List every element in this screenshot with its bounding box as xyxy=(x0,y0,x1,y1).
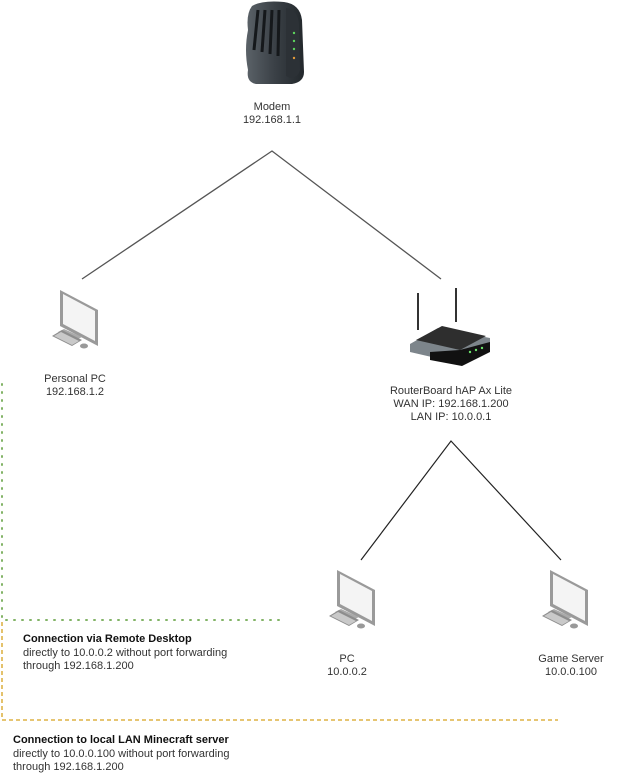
remote-desktop-note-line1: directly to 10.0.0.2 without port forwar… xyxy=(23,646,228,659)
desktop-computer-icon[interactable] xyxy=(52,290,98,349)
pc-name: PC xyxy=(339,653,355,665)
game-server-ip: 10.0.0.100 xyxy=(545,666,597,678)
edge-modem-personal-pc-router[interactable] xyxy=(81,150,442,280)
router-lan-ip: LAN IP: 10.0.0.1 xyxy=(410,411,492,423)
game-server-label: Game Server 10.0.0.100 xyxy=(526,653,616,679)
modem-name: Modem xyxy=(253,101,291,113)
wireless-router-icon[interactable] xyxy=(410,288,490,366)
modem-label: Modem 192.168.1.1 xyxy=(222,101,322,127)
personal-pc-ip: 192.168.1.2 xyxy=(45,386,105,398)
minecraft-note: Connection to local LAN Minecraft server… xyxy=(13,734,229,775)
desktop-computer-icon[interactable] xyxy=(329,570,375,629)
router-label: RouterBoard hAP Ax Lite WAN IP: 192.168.… xyxy=(371,385,531,424)
edges xyxy=(81,150,562,561)
personal-pc-label: Personal PC 192.168.1.2 xyxy=(25,373,125,399)
remote-desktop-note-title: Connection via Remote Desktop xyxy=(23,633,192,645)
minecraft-note-title: Connection to local LAN Minecraft server xyxy=(13,734,229,746)
game-server-name: Game Server xyxy=(538,653,604,665)
minecraft-note-line2: through 192.168.1.200 xyxy=(13,761,124,773)
modem-icon[interactable] xyxy=(246,1,304,85)
router-name: RouterBoard hAP Ax Lite xyxy=(389,385,513,397)
personal-pc-name: Personal PC xyxy=(44,373,106,385)
minecraft-boundary[interactable] xyxy=(1,622,558,721)
desktop-computer-icon[interactable] xyxy=(542,570,588,629)
remote-desktop-note: Connection via Remote Desktop directly t… xyxy=(23,633,227,674)
remote-desktop-boundary[interactable] xyxy=(1,383,284,621)
pc-label: PC 10.0.0.2 xyxy=(307,653,387,679)
modem-ip: 192.168.1.1 xyxy=(242,114,302,126)
minecraft-note-line1: directly to 10.0.0.100 without port forw… xyxy=(13,747,230,760)
pc-ip: 10.0.0.2 xyxy=(327,666,367,678)
router-wan-ip: WAN IP: 192.168.1.200 xyxy=(393,398,509,410)
remote-desktop-note-line2: through 192.168.1.200 xyxy=(23,660,134,672)
edge-router-pc-gameserver[interactable] xyxy=(360,440,562,561)
